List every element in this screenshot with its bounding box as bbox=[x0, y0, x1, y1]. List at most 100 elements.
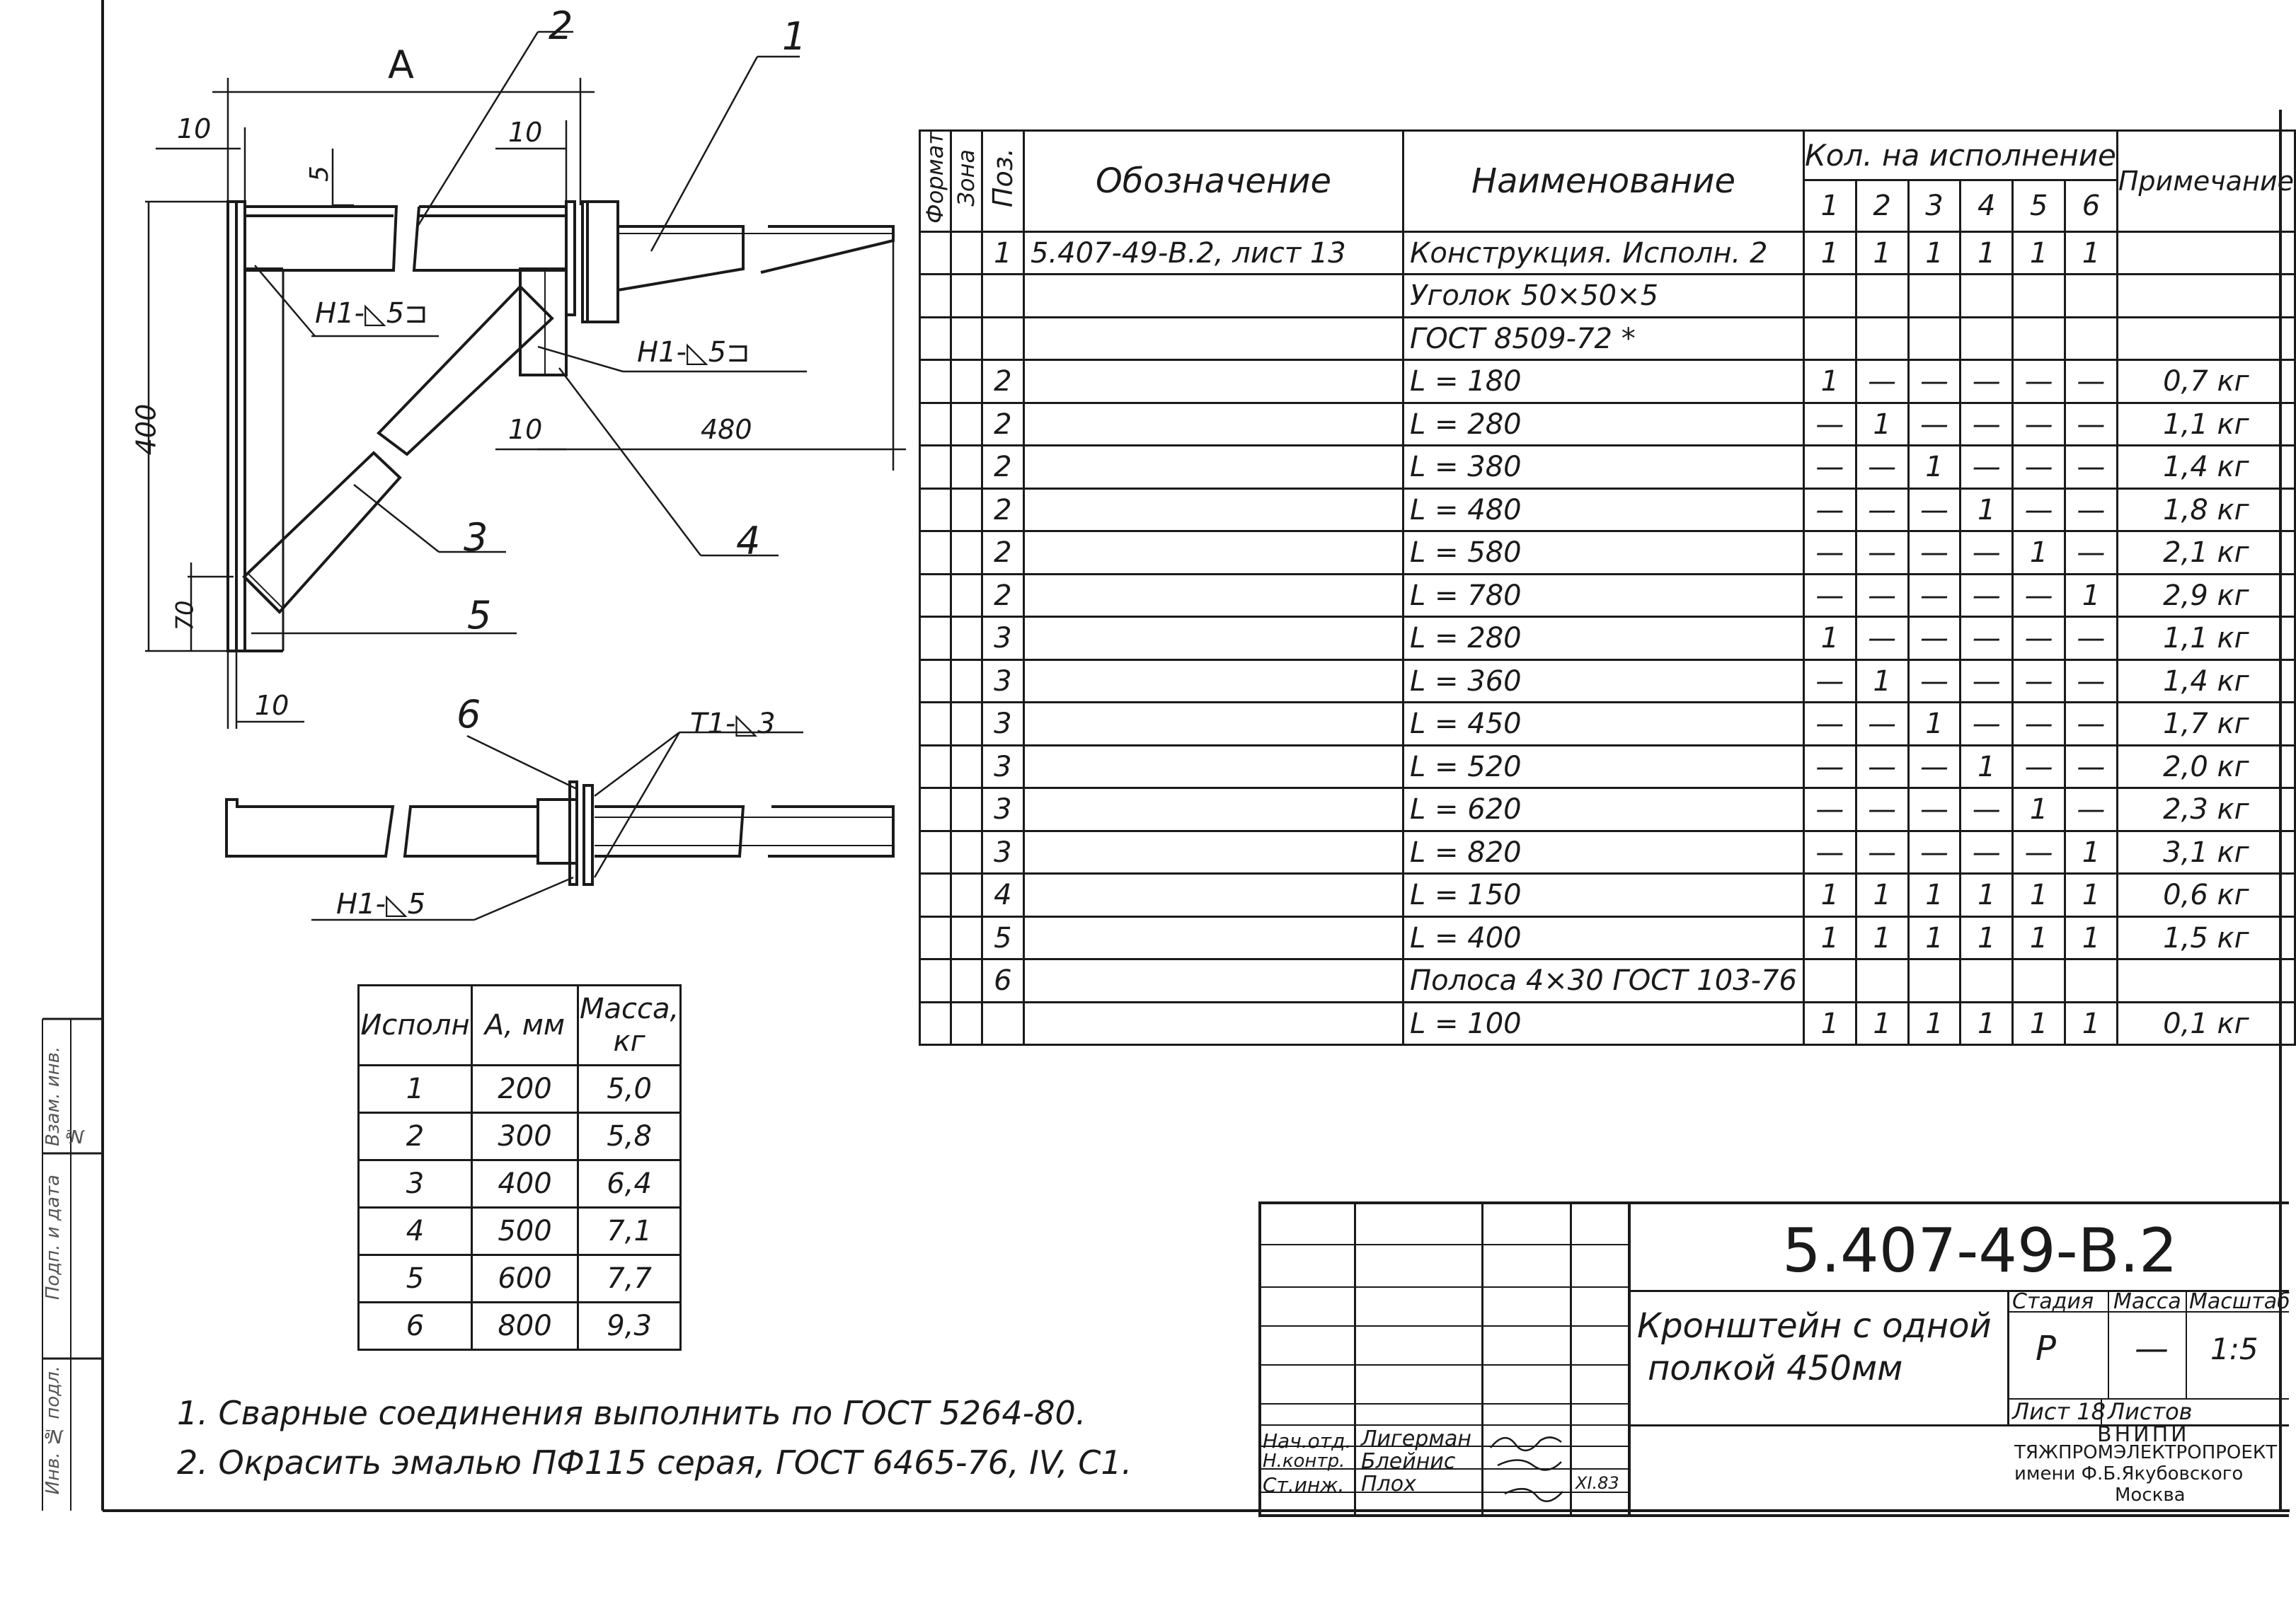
exec-variant-cell: 4 bbox=[357, 1206, 473, 1256]
exec-a-cell: 300 bbox=[471, 1112, 579, 1161]
name-cell: Уголок 50×50×5 bbox=[1402, 273, 1805, 318]
qty-col-header: 5 bbox=[2011, 179, 2066, 233]
qty-cell bbox=[2064, 273, 2118, 318]
format-cell bbox=[919, 359, 952, 404]
qty-cell: 1 bbox=[1907, 872, 1962, 918]
name-cell: L = 360 bbox=[1402, 658, 1805, 704]
qty-cell bbox=[1907, 958, 1962, 1003]
exec-variant-cell: 1 bbox=[357, 1064, 473, 1114]
name-cell: Конструкция. Исполн. 2 bbox=[1402, 230, 1805, 276]
format-cell bbox=[919, 872, 952, 918]
zone-cell bbox=[949, 658, 983, 704]
note-cell: 2,1 кг bbox=[2116, 530, 2296, 575]
qty-cell bbox=[1854, 273, 1910, 318]
dim-a-label: A bbox=[388, 42, 414, 87]
qty-cell: 1 bbox=[1854, 915, 1910, 961]
pos-cell: 6 bbox=[980, 958, 1025, 1003]
designation-cell bbox=[1022, 572, 1405, 618]
format-cell bbox=[919, 658, 952, 704]
qty-cell: — bbox=[2011, 572, 2066, 618]
designation-cell bbox=[1022, 872, 1405, 918]
designation-cell bbox=[1022, 915, 1405, 961]
qty-cell: 1 bbox=[1802, 1001, 1857, 1047]
qty-cell: — bbox=[2011, 744, 2066, 790]
qty-cell: 1 bbox=[2064, 872, 2118, 918]
designation-cell bbox=[1022, 359, 1405, 404]
dim-10-mid: 10 bbox=[508, 117, 543, 148]
format-cell bbox=[919, 316, 952, 362]
note-2: 2. Окрасить эмалью ПФ115 серая, ГОСТ 646… bbox=[177, 1443, 1132, 1482]
exec-variant-cell: 2 bbox=[357, 1112, 473, 1161]
scale-value: 1:5 bbox=[2210, 1332, 2258, 1366]
pos-cell bbox=[980, 316, 1025, 362]
designation-cell bbox=[1022, 401, 1405, 447]
qty-cell: — bbox=[2064, 658, 2118, 704]
qty-cell bbox=[1802, 273, 1857, 318]
margin-label-replaced-inv: Взам. инв. № bbox=[42, 1046, 85, 1146]
qty-cell: — bbox=[1907, 616, 1962, 661]
qty-cell: — bbox=[2064, 401, 2118, 447]
org-line-2: ТЯЖПРОМЭЛЕКТРОПРОЕКТ bbox=[2014, 1442, 2278, 1463]
pos-cell: 2 bbox=[980, 401, 1025, 447]
qty-cell bbox=[1907, 273, 1962, 318]
qty-col-header: 2 bbox=[1854, 179, 1910, 233]
qty-cell: 1 bbox=[1907, 444, 1962, 490]
qty-cell: 1 bbox=[1907, 701, 1962, 746]
qty-cell: — bbox=[1959, 787, 2014, 832]
qty-cell: — bbox=[1802, 444, 1857, 490]
designation-cell bbox=[1022, 958, 1405, 1003]
spec-row: ГОСТ 8509-72 * bbox=[919, 316, 2296, 362]
zone-cell bbox=[949, 872, 983, 918]
pos3-label: 3 bbox=[464, 515, 488, 560]
signatures bbox=[1490, 1436, 1563, 1502]
designation-cell bbox=[1022, 1001, 1405, 1047]
bracket-drawing bbox=[145, 30, 906, 921]
role-2: Н.контр. bbox=[1263, 1451, 1345, 1472]
spec-row: Уголок 50×50×5 bbox=[919, 273, 2296, 318]
qty-cell bbox=[1854, 958, 1910, 1003]
qty-cell: — bbox=[1854, 616, 1910, 661]
qty-cell: 1 bbox=[2064, 1001, 2118, 1047]
qty-cell: 1 bbox=[2064, 829, 2118, 875]
qty-cell: — bbox=[2011, 658, 2066, 704]
format-cell bbox=[919, 701, 952, 746]
qty-cell: 1 bbox=[2011, 1001, 2066, 1047]
zone-cell bbox=[949, 915, 983, 961]
pos-cell: 1 bbox=[980, 230, 1025, 276]
format-cell bbox=[919, 829, 952, 875]
qty-cell: — bbox=[2011, 616, 2066, 661]
qty-cell: — bbox=[2011, 829, 2066, 875]
weld-label-4: Н1-◺5 bbox=[336, 888, 426, 921]
pos-cell: 2 bbox=[980, 572, 1025, 618]
qty-cell bbox=[2011, 958, 2066, 1003]
zone-cell bbox=[949, 444, 983, 490]
qty-cell: 1 bbox=[2064, 915, 2118, 961]
qty-cell: — bbox=[1854, 787, 1910, 832]
qty-cell: — bbox=[1802, 787, 1857, 832]
role-1: Нач.отд. bbox=[1263, 1429, 1352, 1453]
format-cell bbox=[919, 487, 952, 533]
date: XI.83 bbox=[1575, 1473, 1619, 1493]
name-cell: L = 380 bbox=[1402, 444, 1805, 490]
zone-cell bbox=[949, 829, 983, 875]
pos-cell: 2 bbox=[980, 359, 1025, 404]
name-cell: L = 620 bbox=[1402, 787, 1805, 832]
qty-cell: — bbox=[2064, 787, 2118, 832]
zone-cell bbox=[949, 572, 983, 618]
exec-mass-cell: 9,3 bbox=[576, 1301, 682, 1351]
qty-cell: 1 bbox=[1907, 230, 1962, 276]
qty-cell: — bbox=[1959, 359, 2014, 404]
pos1-label: 1 bbox=[782, 14, 807, 59]
pos-cell bbox=[980, 1001, 1025, 1047]
note-cell: 2,9 кг bbox=[2116, 572, 2296, 618]
qty-cell: 1 bbox=[2011, 230, 2066, 276]
zone-cell bbox=[949, 273, 983, 318]
note-cell: 1,4 кг bbox=[2116, 444, 2296, 490]
